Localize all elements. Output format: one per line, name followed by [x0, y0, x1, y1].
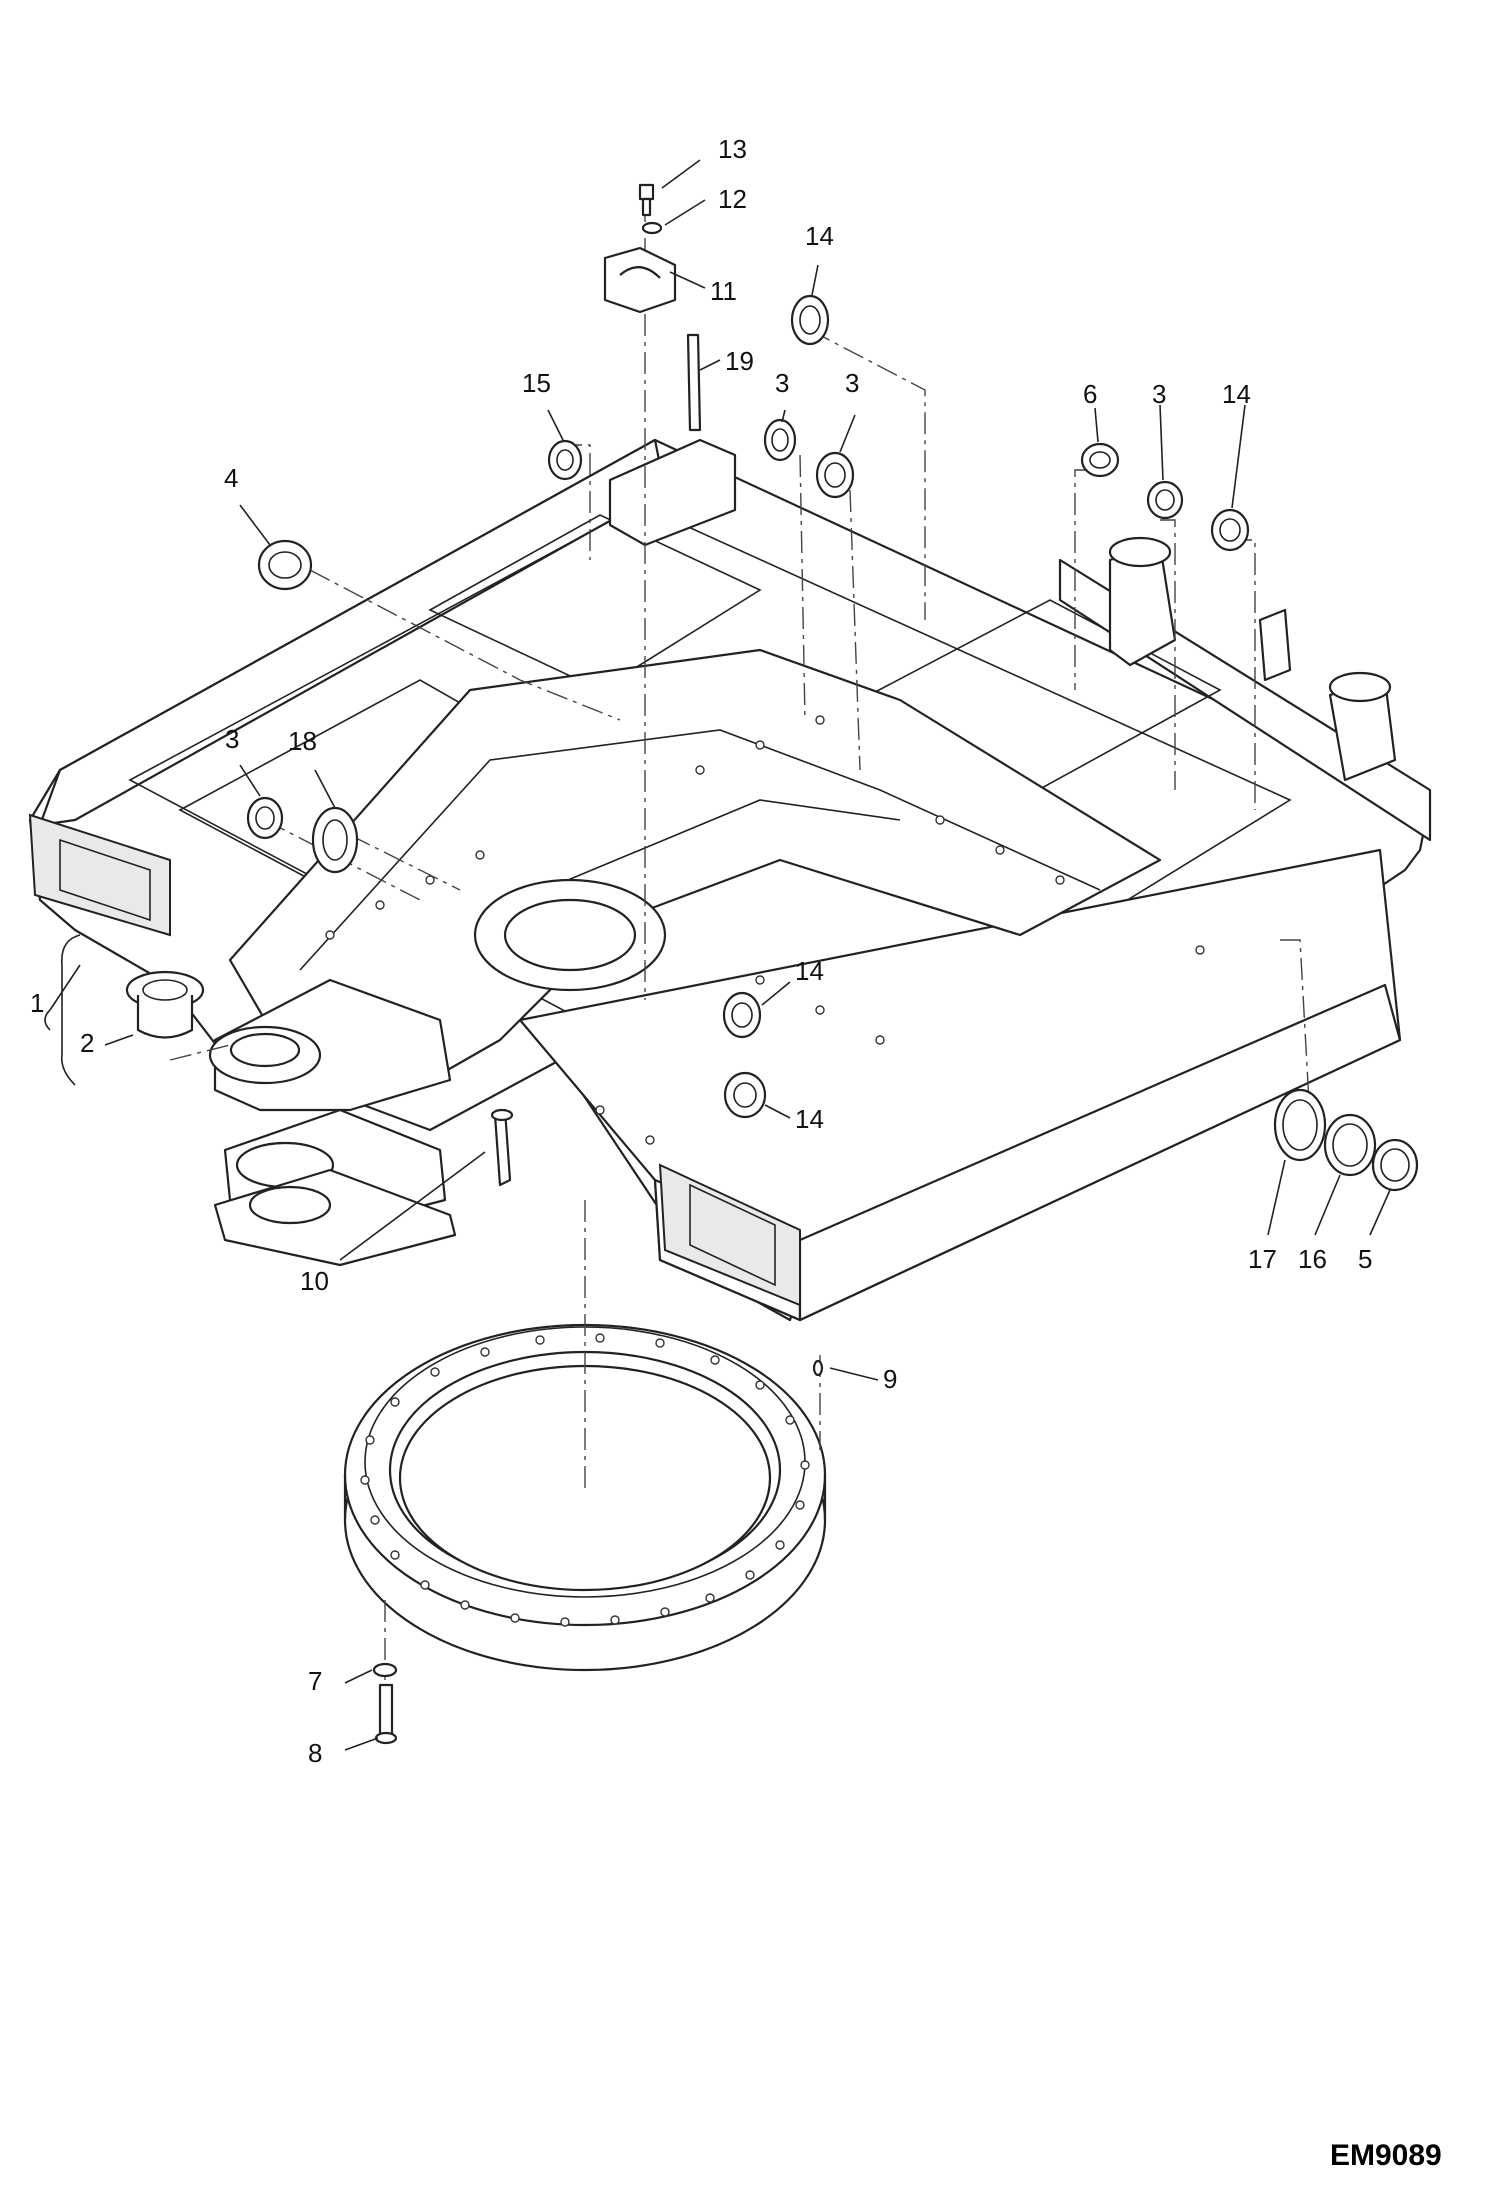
clamp-icon: [603, 246, 677, 314]
callout-12: 12: [718, 184, 747, 214]
grommet-icon: [246, 294, 1250, 1119]
ring-seal-icon: [1273, 1088, 1419, 1192]
bushing-icon: [125, 970, 205, 1039]
bolt-icon: [374, 1683, 398, 1745]
callout-11: 11: [710, 276, 737, 306]
drawing-id: EM9089: [1330, 2139, 1442, 2172]
callout-17: 17: [1248, 1244, 1277, 1274]
pin-icon: [812, 1359, 824, 1377]
callout-6: 6: [1083, 379, 1097, 409]
leader-lines: [44, 159, 1391, 1751]
upper-frame: [28, 438, 1432, 1322]
callout-18: 18: [288, 726, 317, 756]
callout-1: 1: [30, 988, 44, 1018]
callout-3: 3: [845, 368, 859, 398]
callout-10: 10: [300, 1266, 329, 1296]
callout-9: 9: [883, 1364, 897, 1394]
callout-19: 19: [725, 346, 754, 376]
rod-icon: [686, 333, 702, 432]
callout-14: 14: [795, 956, 824, 986]
callout-3: 3: [1152, 379, 1166, 409]
frame-holes: [325, 715, 1205, 1145]
callout-7: 7: [308, 1666, 322, 1696]
callout-5: 5: [1358, 1244, 1372, 1274]
callout-14: 14: [795, 1104, 824, 1134]
small-parts: [125, 183, 1419, 1745]
callout-labels: 13 12 11 19 14 15 3 3 6 3 14 4 3 18 14 1…: [30, 134, 1372, 1768]
washer-icon: [372, 1662, 398, 1678]
callout-8: 8: [308, 1738, 322, 1768]
bolt-icon: [638, 183, 655, 217]
callout-16: 16: [1298, 1244, 1327, 1274]
callout-3: 3: [225, 724, 239, 754]
swing-bearing-ring: [343, 1323, 827, 1672]
callout-2: 2: [80, 1028, 94, 1058]
callout-14: 14: [805, 221, 834, 251]
washer-icon: [641, 221, 663, 235]
callout-3: 3: [775, 368, 789, 398]
bearing-bolt-holes: [360, 1333, 810, 1627]
callout-14: 14: [1222, 379, 1251, 409]
callout-15: 15: [522, 368, 551, 398]
callout-13: 13: [718, 134, 747, 164]
callout-4: 4: [224, 463, 238, 493]
